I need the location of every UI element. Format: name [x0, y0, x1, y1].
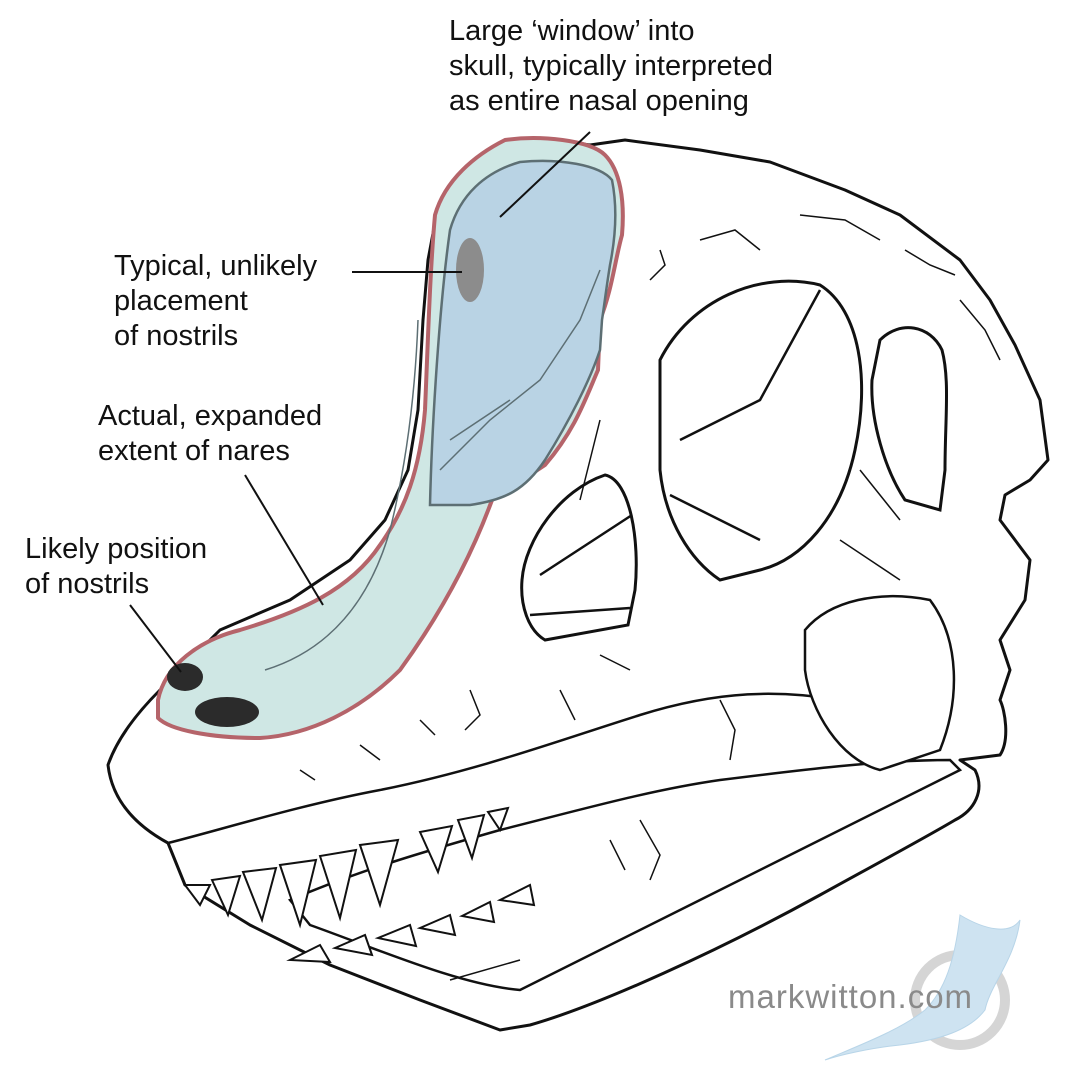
label-actual-nares: Actual, expanded extent of nares: [98, 400, 323, 467]
lateral-temporal-fenestra: [870, 326, 949, 512]
leader-lines: [129, 131, 591, 673]
likely-nostril-marker-upper: [167, 663, 203, 691]
label-typical-nostrils: Typical, unlikely placement of nostrils: [114, 250, 318, 352]
typical-nostril-marker: [456, 238, 484, 302]
label-likely-nostrils: Likely position of nostrils: [25, 533, 208, 600]
actual-leader-line: [244, 474, 324, 606]
skull-detail-lines: [299, 214, 1001, 981]
upper-teeth: [183, 806, 510, 929]
upper-jaw-line: [167, 692, 841, 845]
watermark-text: markwitton.com: [728, 978, 974, 1015]
bony-window-suture: [439, 269, 601, 471]
likely-nostril-marker-lower: [195, 697, 259, 727]
antorbital-fenestra: [520, 473, 638, 642]
lower-teeth: [286, 883, 536, 964]
window-leader-line: [499, 131, 591, 218]
watermark-logo: [824, 914, 1021, 1061]
orbit-inner: [669, 289, 822, 542]
label-window-opening: Large ‘window’ into skull, typically int…: [449, 15, 773, 117]
orbit: [658, 279, 864, 582]
likely-leader-line: [129, 604, 182, 673]
quadrate-region: [803, 595, 956, 772]
narial-channel-line: [264, 319, 419, 671]
antorbital-inner: [529, 513, 633, 617]
